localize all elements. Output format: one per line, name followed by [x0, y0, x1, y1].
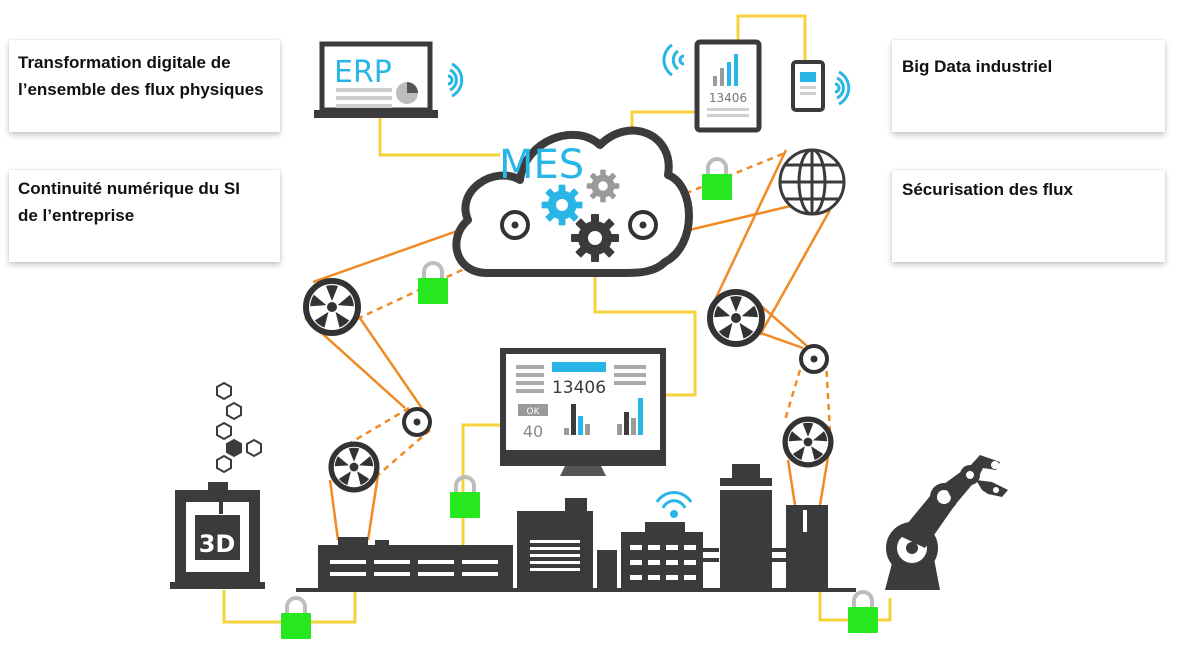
- globe-icon: [778, 148, 846, 216]
- card-line: Transformation digitale de: [18, 53, 231, 72]
- printer-label: 3D: [199, 530, 236, 558]
- erp-laptop-icon: ERP: [314, 41, 464, 118]
- hexagon-molecule-icon: [216, 381, 262, 474]
- card-line: de l’entreprise: [18, 206, 135, 225]
- padlock-icon: [448, 475, 482, 520]
- info-card-digital-transformation: Transformation digitale de l’ensemble de…: [9, 40, 280, 132]
- padlock-icon: [700, 157, 734, 202]
- factory-building-icon: [296, 464, 856, 592]
- mes-cloud-icon: MES: [452, 126, 693, 277]
- dashboard-monitor-icon: 13406 OK 40: [500, 348, 666, 476]
- info-card-big-data: Big Data industriel: [892, 40, 1165, 132]
- padlock-icon: [279, 596, 313, 641]
- tablet-number: 13406: [709, 91, 747, 105]
- info-card-flow-security: Sécurisation des flux: [892, 170, 1165, 262]
- monitor-count: 40: [523, 422, 543, 441]
- smartphone-icon: [791, 60, 851, 112]
- monitor-number: 13406: [552, 378, 606, 398]
- card-line: Sécurisation des flux: [902, 180, 1073, 199]
- card-line: Big Data industriel: [902, 57, 1053, 76]
- 3d-printer-icon: 3D: [170, 482, 265, 589]
- gear-icon: [586, 169, 620, 203]
- robot-arm-icon: [885, 455, 1008, 590]
- gear-icon: [571, 214, 619, 262]
- mes-label: MES: [499, 142, 584, 188]
- card-line: l’ensemble des flux physiques: [18, 80, 264, 99]
- padlock-icon: [846, 590, 880, 635]
- info-card-digital-continuity: Continuité numérique du SI de l’entrepri…: [9, 170, 280, 262]
- monitor-status: OK: [527, 407, 541, 417]
- erp-label: ERP: [334, 55, 392, 90]
- gear-icon: [541, 184, 583, 226]
- card-line: Continuité numérique du SI: [18, 179, 240, 198]
- factory-wifi-icon: [655, 491, 693, 518]
- padlock-icon: [416, 261, 450, 306]
- tablet-device-icon: 13406: [662, 39, 762, 133]
